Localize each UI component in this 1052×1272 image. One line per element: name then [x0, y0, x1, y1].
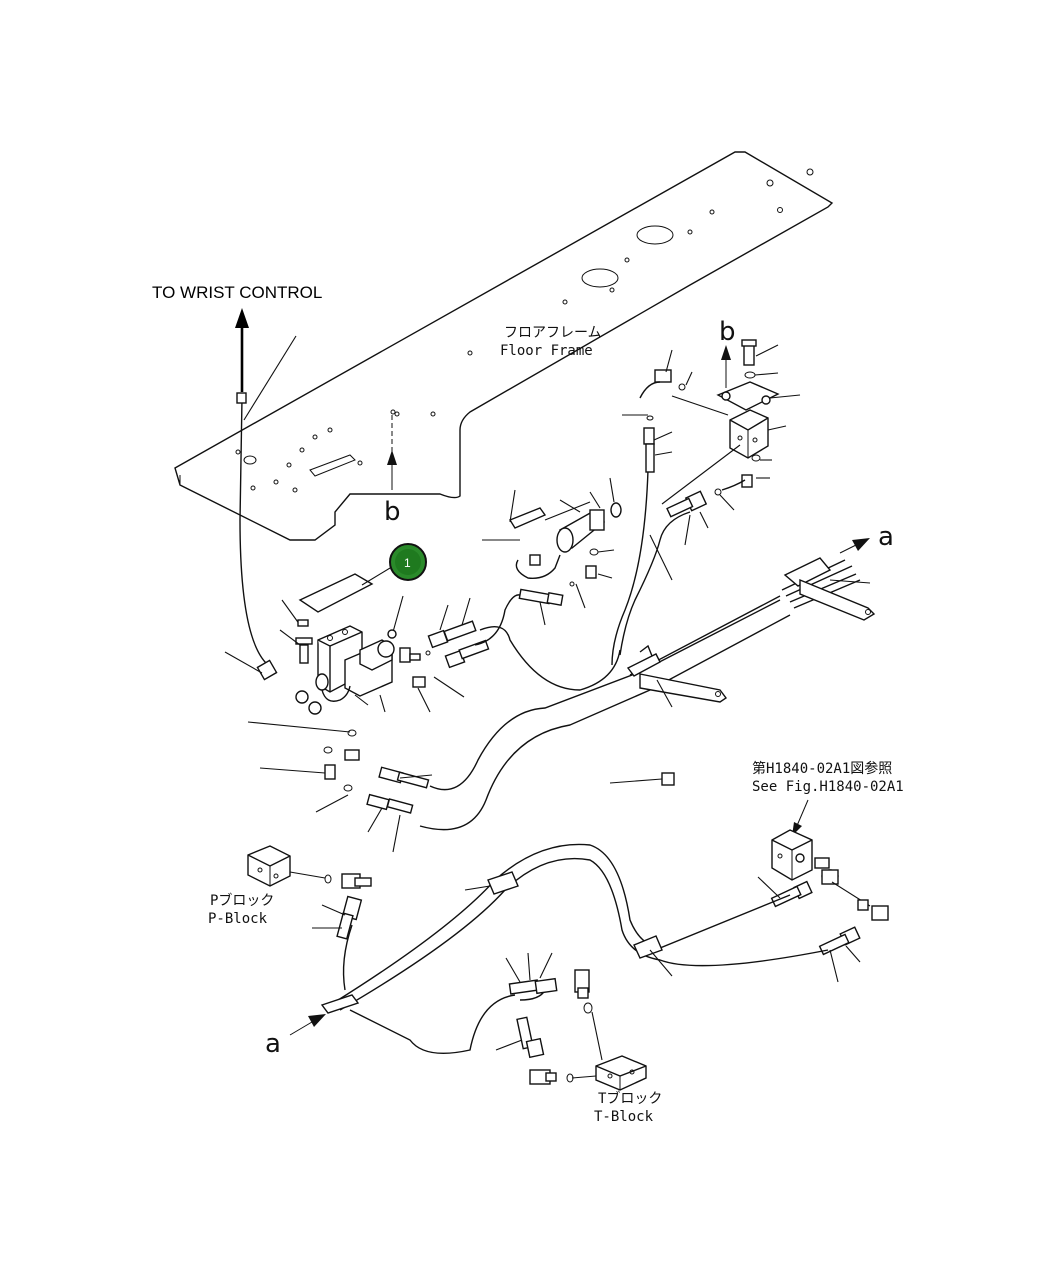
p-block-label-en: P-Block	[208, 911, 268, 927]
callout-badge-1[interactable]: 1	[389, 543, 427, 581]
arrow-a-left-label: a	[265, 1029, 281, 1059]
floor-frame-label-en: Floor Frame	[500, 343, 593, 359]
center-cylinder	[482, 477, 622, 626]
to-wrist-control-arrow	[235, 308, 297, 666]
arrow-b-top-label: b	[719, 317, 736, 347]
arrow-a-right	[839, 538, 870, 554]
to-wrist-control-label: TO WRIST CONTROL	[152, 283, 322, 302]
t-block-label-jp: Tブロック	[598, 1090, 662, 1107]
reference-label-jp: 第H1840-02A1図参照	[752, 760, 892, 777]
p-block	[247, 845, 372, 940]
valve-assembly	[279, 564, 404, 713]
hose-clamps	[609, 557, 876, 786]
p-block-label-jp: Pブロック	[210, 892, 274, 909]
arrow-a-left	[289, 1014, 326, 1036]
arrow-a-right-label: a	[878, 522, 894, 552]
arrow-b-floor	[387, 415, 397, 490]
reference-label-en: See Fig.H1840-02A1	[752, 779, 904, 795]
lower-hose-loop	[320, 843, 829, 1055]
callout-badge-number: 1	[404, 556, 411, 570]
left-fittings	[224, 651, 433, 853]
right-upper-block	[622, 339, 801, 581]
center-fittings	[399, 597, 490, 713]
right-lower-block	[757, 799, 889, 983]
floor-frame-label-jp: フロアフレーム	[504, 325, 602, 341]
arrow-b-top	[721, 345, 731, 388]
t-block	[495, 952, 647, 1091]
arrow-b-floor-label: b	[384, 497, 401, 527]
t-block-label-en: T-Block	[594, 1109, 654, 1125]
floor-frame-plate	[174, 151, 834, 541]
